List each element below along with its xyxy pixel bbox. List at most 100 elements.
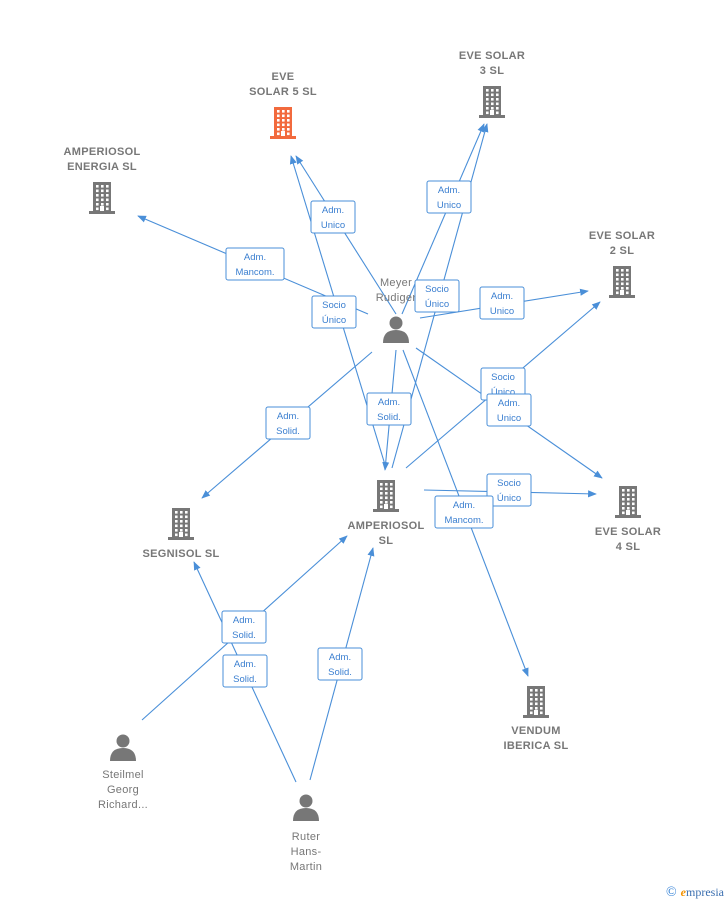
badge-label: Solid. xyxy=(233,674,257,685)
badge-label: Socio xyxy=(322,300,346,311)
badge-label: Socio xyxy=(497,478,521,489)
badge-box xyxy=(222,654,268,688)
node-label: VENDUM xyxy=(511,725,560,737)
badge-label: Mancom. xyxy=(235,267,274,278)
node-label: Meyer xyxy=(380,277,412,289)
building-icon xyxy=(615,486,641,518)
badge-box xyxy=(317,647,363,681)
badge-label: Único xyxy=(491,387,515,398)
badge-label: Adm. xyxy=(322,205,344,216)
badge-label: Adm. xyxy=(453,500,475,511)
relationship-badge: Adm. Unico xyxy=(310,200,356,234)
building-icon xyxy=(89,182,115,214)
node-label: Martin xyxy=(290,861,322,873)
node-label: Ruter xyxy=(292,831,320,843)
node-label: Hans- xyxy=(291,846,322,858)
badge-label: Solid. xyxy=(328,667,352,678)
brand-initial: e xyxy=(680,885,686,899)
relationship-edge xyxy=(295,155,397,315)
node-label: EVE xyxy=(272,71,295,83)
node-label: 3 SL xyxy=(480,65,504,77)
badge-box xyxy=(265,406,311,440)
badge-label: Unico xyxy=(497,413,521,424)
badge-label: Adm. xyxy=(438,185,460,196)
company-node-vendum[interactable]: VENDUM IBERICA SL xyxy=(504,686,569,752)
relationship-badge: Adm. Solid. xyxy=(366,392,412,426)
badge-box xyxy=(366,392,412,426)
badge-layer: Adm.UnicoAdm.UnicoAdm.Mancom.SocioÚnicoS… xyxy=(221,180,532,688)
building-icon xyxy=(479,86,505,118)
badge-box xyxy=(426,180,472,214)
badge-box xyxy=(225,247,285,281)
company-node-eve5[interactable]: EVE SOLAR 5 SL xyxy=(249,71,317,139)
badge-box xyxy=(221,610,267,644)
edge-layer xyxy=(137,123,603,783)
badge-label: Adm. xyxy=(329,652,351,663)
node-label: SL xyxy=(379,535,394,547)
badge-label: Único xyxy=(322,315,346,326)
company-node-amperiosol[interactable]: AMPERIOSOL SL xyxy=(348,480,425,547)
badge-box xyxy=(479,286,525,320)
person-icon xyxy=(293,794,319,821)
relationship-badge: Adm. Solid. xyxy=(221,610,267,644)
relationship-badge: Adm. Mancom. xyxy=(225,247,285,281)
badge-box xyxy=(486,473,532,507)
brand-watermark: ©empresia xyxy=(666,885,724,901)
badge-label: Solid. xyxy=(232,630,256,641)
badge-label: Único xyxy=(425,299,449,310)
node-label: AMPERIOSOL xyxy=(348,520,425,532)
badge-label: Unico xyxy=(321,220,345,231)
badge-label: Mancom. xyxy=(444,515,483,526)
badge-label: Solid. xyxy=(276,426,300,437)
node-label: 4 SL xyxy=(616,541,640,553)
person-icon xyxy=(383,316,409,343)
node-label: Richard... xyxy=(98,799,148,811)
badge-label: Adm. xyxy=(498,398,520,409)
relationship-badge: Adm. Mancom. xyxy=(434,495,494,529)
badge-label: Adm. xyxy=(233,615,255,626)
company-node-eve2[interactable]: EVE SOLAR 2 SL xyxy=(589,230,655,298)
badge-label: Adm. xyxy=(378,397,400,408)
badge-label: Único xyxy=(497,493,521,504)
badge-label: Unico xyxy=(437,200,461,211)
node-label: EVE SOLAR xyxy=(589,230,655,242)
badge-label: Adm. xyxy=(277,411,299,422)
building-icon xyxy=(168,508,194,540)
node-label: IBERICA SL xyxy=(504,740,569,752)
badge-box xyxy=(310,200,356,234)
node-label: SEGNISOL SL xyxy=(142,548,219,560)
badge-box xyxy=(434,495,494,529)
building-icon xyxy=(373,480,399,512)
person-icon xyxy=(110,734,136,761)
badge-label: Adm. xyxy=(244,252,266,263)
node-label: Georg xyxy=(107,784,139,796)
badge-label: Solid. xyxy=(377,412,401,423)
badge-label: Socio xyxy=(491,372,515,383)
relationship-badge: Adm.Unico xyxy=(479,286,525,320)
badge-box xyxy=(414,279,460,313)
node-label: AMPERIOSOL xyxy=(64,146,141,158)
building-icon xyxy=(523,686,549,718)
person-node-steilmel[interactable]: SteilmelGeorgRichard... xyxy=(98,734,148,812)
badge-label: Adm. xyxy=(491,291,513,302)
relationship-badge: Adm. Solid. xyxy=(317,647,363,681)
relationship-badge: Adm. Unico xyxy=(426,180,472,214)
node-label: 2 SL xyxy=(610,245,634,257)
node-label: Steilmel xyxy=(102,769,144,781)
company-node-segnisol[interactable]: SEGNISOL SL xyxy=(142,508,219,560)
badge-box xyxy=(486,393,532,427)
node-label: SOLAR 5 SL xyxy=(249,86,317,98)
relationship-badge: Adm.Solid. xyxy=(222,654,268,688)
badge-label: Socio xyxy=(425,284,449,295)
badge-box xyxy=(311,295,357,329)
